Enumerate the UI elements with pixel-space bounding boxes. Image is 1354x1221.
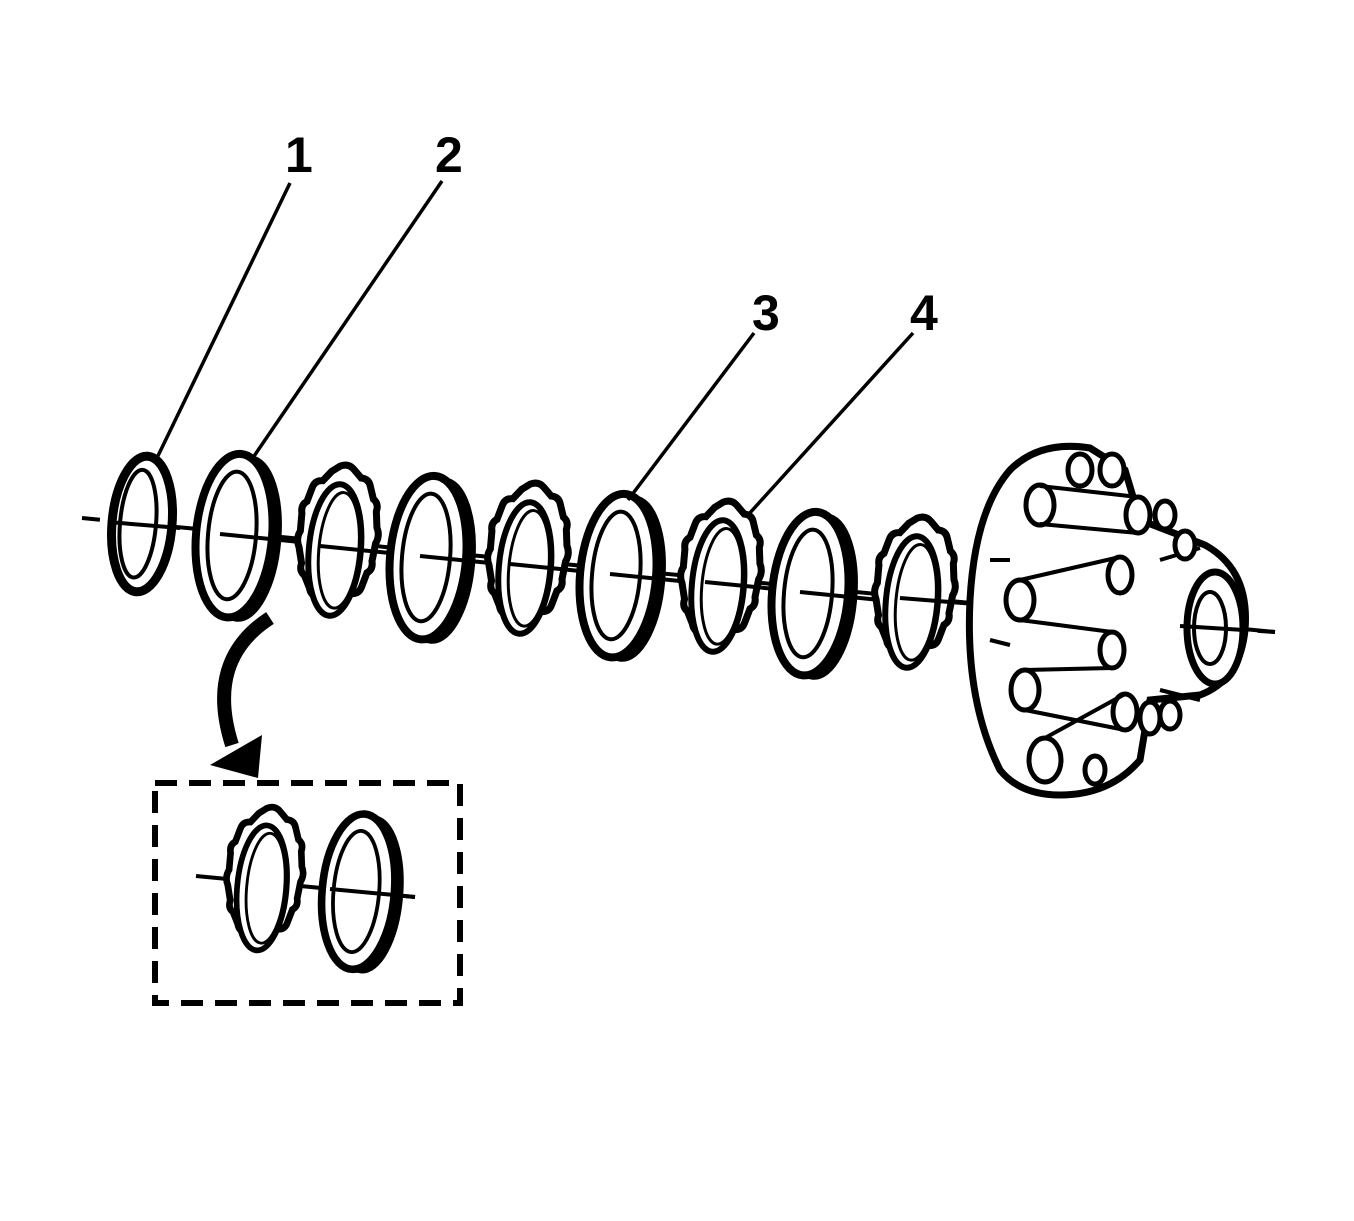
callout-4: 4 — [910, 285, 938, 341]
detail-inset — [152, 780, 463, 1006]
leader-lines — [153, 180, 915, 517]
detail-arrow — [210, 612, 274, 778]
callout-1: 1 — [285, 127, 313, 183]
friction-plate — [291, 461, 384, 619]
friction-plate — [868, 513, 961, 671]
callout-2: 2 — [435, 127, 463, 183]
friction-plate — [481, 479, 574, 637]
friction-plate-part-4 — [674, 497, 767, 655]
callout-3: 3 — [752, 285, 780, 341]
clutch-hub — [965, 442, 1249, 799]
